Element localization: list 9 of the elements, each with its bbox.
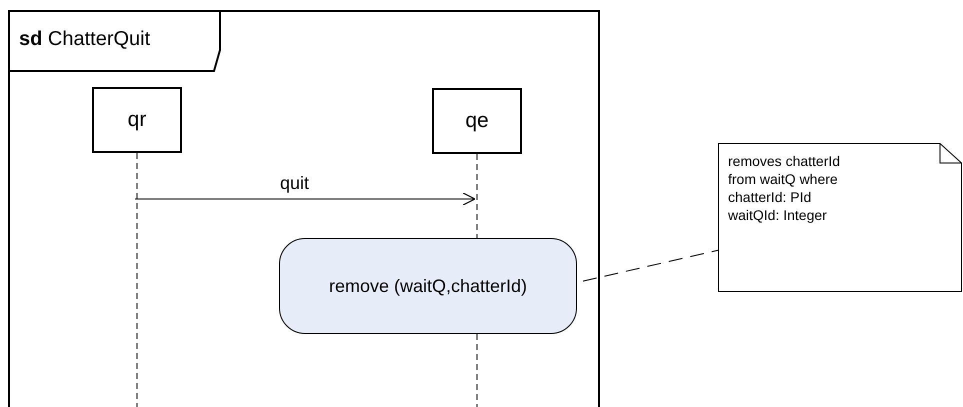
message-label: quit xyxy=(280,173,310,194)
frame xyxy=(8,10,600,407)
note-text: removes chatterId from waitQ where chatterId: PId waitQId: Integer xyxy=(728,152,842,224)
state-label: remove (waitQ,chatterId) xyxy=(328,276,528,296)
lifeline-head: qr xyxy=(92,87,182,153)
state-box xyxy=(279,238,577,334)
lifeline-head: qe xyxy=(432,88,522,154)
frame-title: sd ChatterQuit xyxy=(19,28,150,51)
note xyxy=(718,143,962,292)
